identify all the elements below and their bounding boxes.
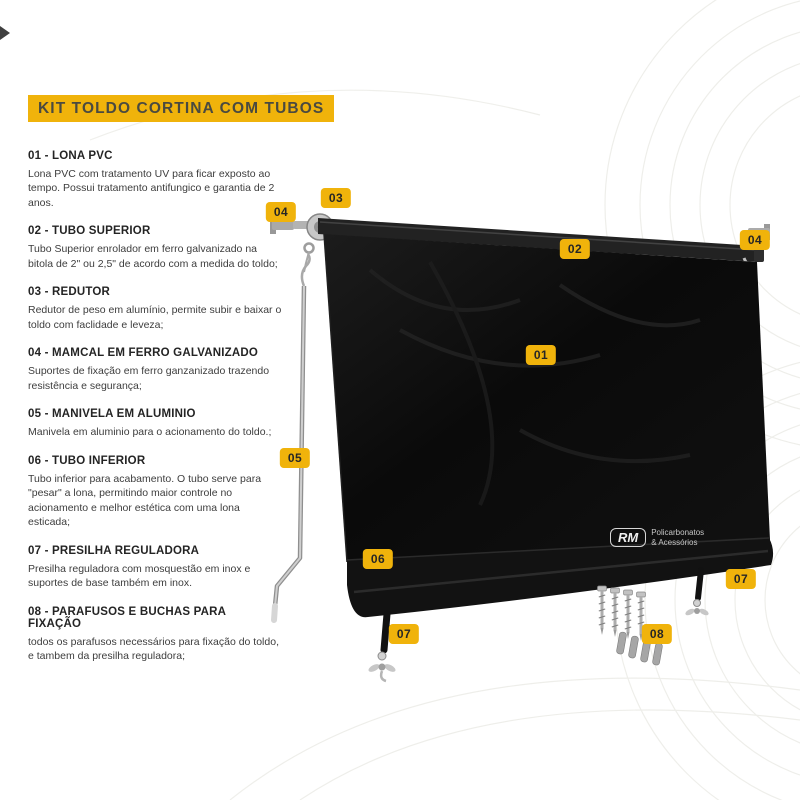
crank-handle [271, 253, 311, 623]
badge-08: 08 [641, 624, 673, 644]
badge-05: 05 [279, 448, 311, 468]
strap-clamp-left [368, 610, 396, 683]
corner-accent [0, 26, 10, 40]
badge-04-right: 04 [739, 230, 771, 250]
part-item-01: 01 - LONA PVC Lona PVC com tratamento UV… [28, 150, 282, 210]
badge-07-right: 07 [725, 569, 757, 589]
part-heading: 06 - TUBO INFERIOR [28, 454, 146, 467]
part-description: Presilha reguladora com mosquestão em in… [28, 562, 251, 590]
part-item-04: 04 - MAMCAL EM FERRO GALVANIZADO Suporte… [28, 347, 282, 393]
part-description: todos os parafusos necessários para fixa… [28, 635, 279, 663]
part-heading: 08 - PARAFUSOS E BUCHAS PARA FIXAÇÃO [28, 605, 226, 630]
part-item-06: 06 - TUBO INFERIOR Tubo inferior para ac… [28, 455, 282, 530]
part-heading: 01 - LONA PVC [28, 150, 113, 162]
part-item-03: 03 - REDUTOR Redutor de peso em alumínio… [28, 286, 282, 332]
part-description: Redutor de peso em alumínio, permite sub… [28, 304, 282, 331]
brand-logo-line1: Policarbonatos [651, 528, 705, 537]
strap-clamp-right [685, 567, 709, 616]
part-description: Suportes de fixação em ferro ganzanizado… [28, 365, 270, 392]
badge-04-left: 04 [265, 202, 297, 222]
part-description: Tubo inferior para acabamento. O tubo se… [28, 472, 262, 529]
bottom-tube [346, 537, 774, 618]
page-title: KIT TOLDO CORTINA COM TUBOS [28, 95, 335, 122]
part-heading: 04 - MAMCAL EM FERRO GALVANIZADO [28, 347, 259, 360]
part-heading: 03 - REDUTOR [28, 286, 111, 299]
badge-07-bottom: 07 [388, 624, 420, 644]
part-item-08: 08 - PARAFUSOS E BUCHAS PARA FIXAÇÃO tod… [28, 606, 282, 664]
parts-list: 01 - LONA PVC Lona PVC com tratamento UV… [28, 150, 282, 679]
part-description: Lona PVC com tratamento UV para ficar ex… [28, 168, 275, 209]
brand-logo-abbr: RM [610, 528, 647, 548]
bracket-left [270, 216, 294, 234]
brand-logo-line2: & Acessórios [651, 537, 698, 547]
part-heading: 02 - TUBO SUPERIOR [28, 225, 151, 238]
brand-logo-text: Policarbonatos & Acessórios [651, 528, 704, 547]
part-item-07: 07 - PRESILHA REGULADORA Presilha regula… [28, 545, 282, 591]
brand-logo: RM Policarbonatos & Acessórios [610, 528, 704, 548]
part-item-05: 05 - MANIVELA EM ALUMINIO Manivela em al… [28, 408, 282, 439]
part-description: Tubo Superior enrolador em ferro galvani… [28, 243, 278, 270]
pvc-tarp [323, 233, 770, 563]
part-heading: 05 - MANIVELA EM ALUMINIO [28, 408, 196, 421]
badge-01: 01 [525, 345, 557, 365]
badge-03: 03 [320, 188, 352, 208]
part-heading: 07 - PRESILHA REGULADORA [28, 544, 200, 557]
part-description: Manivela em aluminio para o acionamento … [28, 426, 272, 439]
badge-06: 06 [362, 549, 394, 569]
badge-02: 02 [559, 239, 591, 259]
part-item-02: 02 - TUBO SUPERIOR Tubo Superior enrolad… [28, 225, 282, 271]
